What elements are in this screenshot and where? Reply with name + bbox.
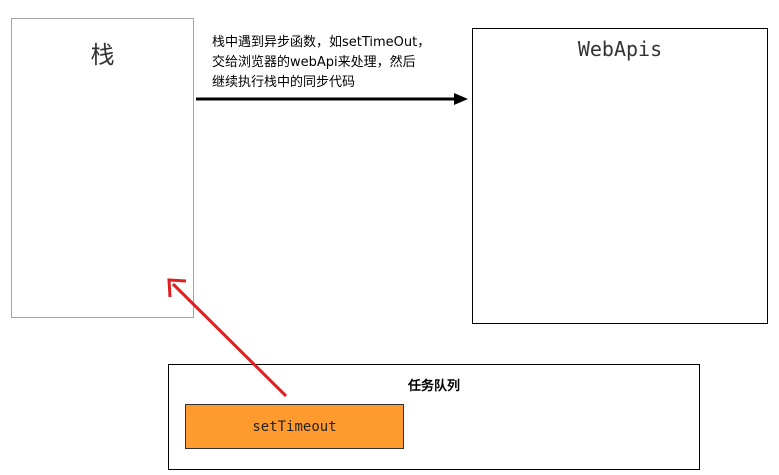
task-queue-title: 任务队列 bbox=[407, 379, 460, 394]
stack-box: 栈 bbox=[11, 18, 194, 318]
task-queue-item-settimeout: setTimeout bbox=[185, 404, 404, 449]
task-queue-box: 任务队列 setTimeout bbox=[168, 364, 700, 470]
stack-title: 栈 bbox=[90, 41, 115, 69]
handoff-arrow bbox=[196, 93, 468, 105]
async-handoff-note: 栈中遇到异步函数，如setTimeOut， 交给浏览器的webApi来处理，然后… bbox=[212, 35, 431, 90]
webapis-box: WebApis bbox=[472, 28, 768, 324]
webapis-title: WebApis bbox=[577, 37, 663, 61]
return-to-stack-arrow bbox=[167, 278, 288, 398]
